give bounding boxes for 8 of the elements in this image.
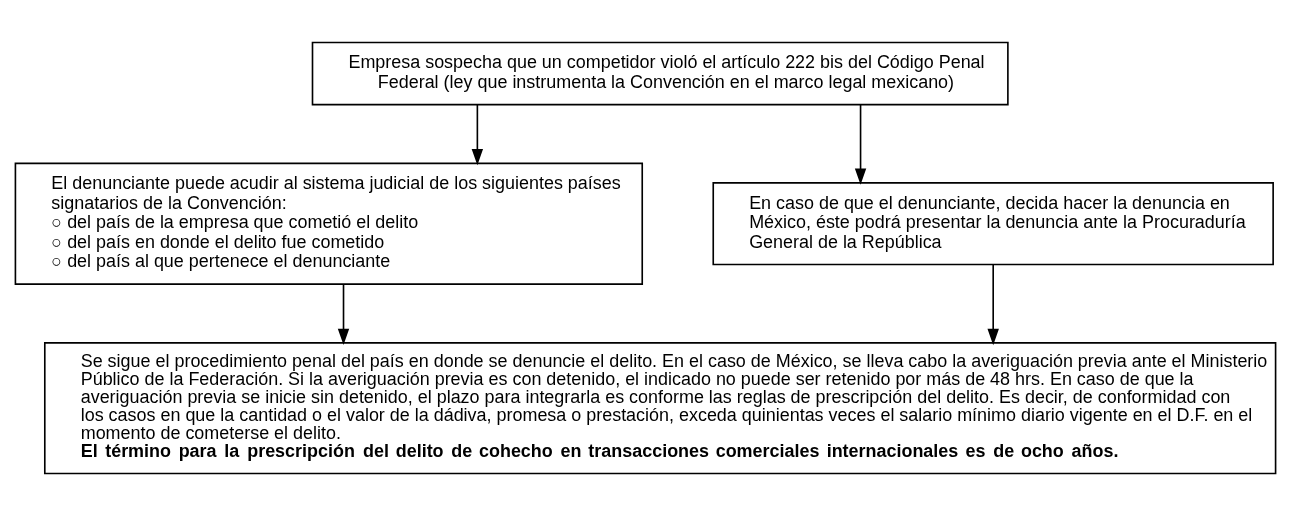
arrow	[471, 103, 484, 165]
node-box: El denunciante puede acudir al sistema judicial de los siguientes países signatarios de la Convención: ○ del país de la empresa que cometió el delito ○ del país en donde el delito fue cometido ○ del país al que pertenece el denunciante	[14, 162, 644, 285]
node-box: Empresa sospecha que un competidor violó el artículo 222 bis del Código Penal Federal (ley que instrumenta la Convención en el marco legal mexicano)	[311, 41, 1009, 105]
arrow	[854, 103, 867, 185]
arrow	[337, 282, 350, 345]
node-box: Se sigue el procedimiento penal del país en donde se denuncie el delito. En el caso de México, se lleva cabo la averiguación previa ante el Ministerio Público de la Federación. Si la averiguación previa es con detenido, el indicado no puede ser retenido por más de 48 hrs. En caso de que la averiguación previa se inicie sin detenido, el plazo para integrarla es conforme las reglas de prescripción del delito. Es decir, de conformidad con los casos en que la cantidad o el valor de la dádiva, promesa o prestación, exceda quinientas veces el salario mínimo diario vigente en el D.F. en el momento de cometerse el delito. El término para la prescripción del delito de cohecho en transacciones comerciales internacionales es de ocho años.	[43, 341, 1277, 474]
arrow	[987, 263, 999, 345]
node-box: En caso de que el denunciante, decida hacer la denuncia en México, éste podrá presentar la denuncia ante la Procuraduría General de la República	[712, 181, 1274, 265]
